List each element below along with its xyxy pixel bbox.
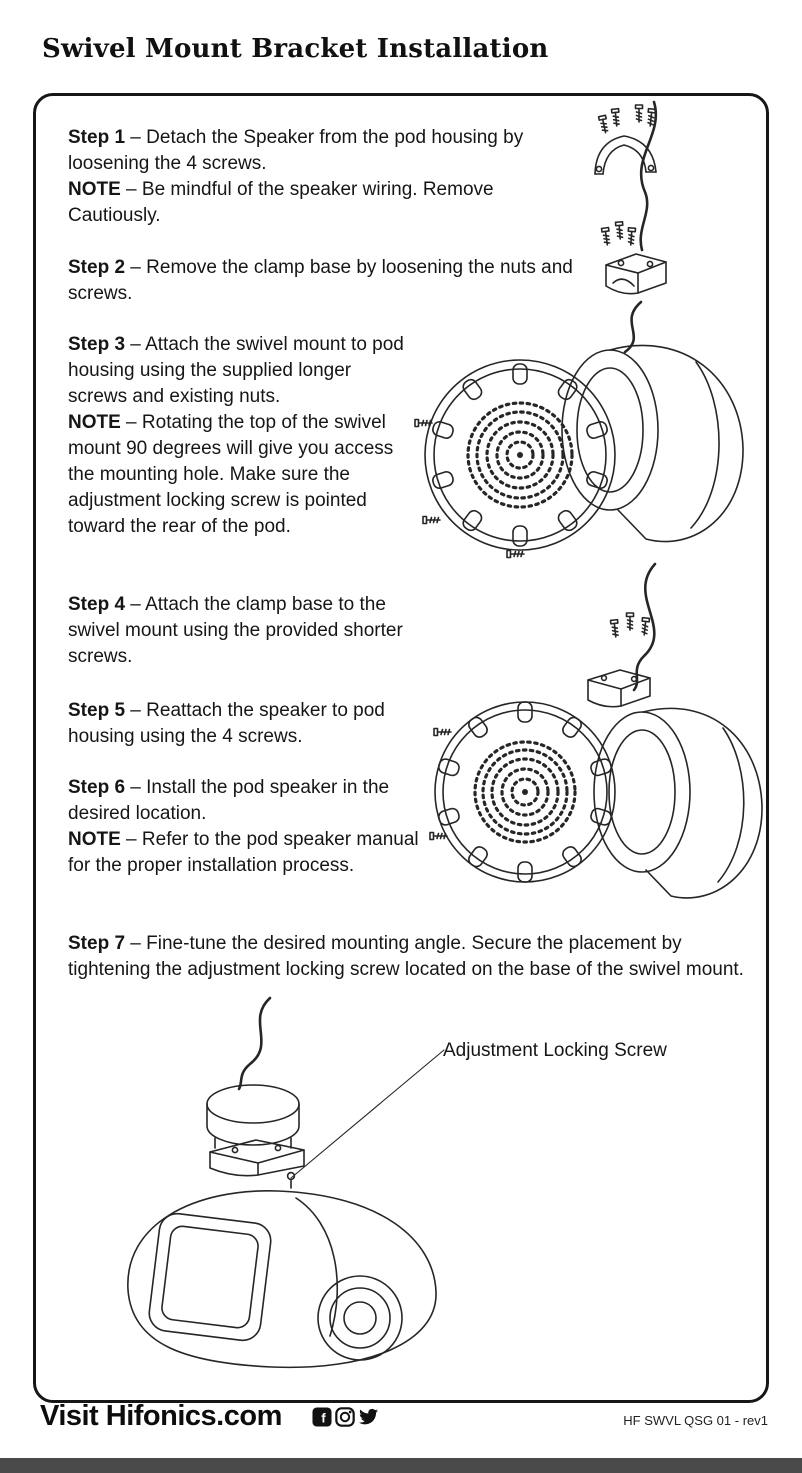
step-1-note: NOTE – Be mindful of the speaker wiring.… <box>68 177 580 229</box>
facebook-icon: f <box>312 1407 332 1427</box>
step-7-label: Step 7 <box>68 933 126 954</box>
speaker-wire-icon <box>237 996 272 1091</box>
bottom-gray-bar <box>0 1458 802 1473</box>
step-3-paragraph: Step 3 – Attach the swivel mount to pod … <box>68 332 410 540</box>
step-3-note-body: – Rotating the top of the swivel mount 9… <box>68 412 394 537</box>
step-5-body: – Reattach the speaker to pod housing us… <box>68 700 385 747</box>
step-1-paragraph: Step 1 – Detach the Speaker from the pod… <box>68 125 580 229</box>
step-6-text: Step 6 – Install the pod speaker in the … <box>68 775 420 827</box>
step-7-text: Step 7 – Fine-tune the desired mounting … <box>68 931 744 983</box>
step-5-paragraph: Step 5 – Reattach the speaker to pod hou… <box>68 698 410 750</box>
pod-wire-icon <box>623 300 643 354</box>
step-1-label: Step 1 <box>68 127 126 148</box>
step-3-text: Step 3 – Attach the swivel mount to pod … <box>68 332 410 410</box>
step-6-label: Step 6 <box>68 777 126 798</box>
step-5-text: Step 5 – Reattach the speaker to pod hou… <box>68 698 410 750</box>
step-4-paragraph: Step 4 – Attach the clamp base to the sw… <box>68 592 436 670</box>
step-3-note-label: NOTE <box>68 412 121 433</box>
page-title: Swivel Mount Bracket Installation <box>42 34 549 64</box>
speaker-pod-exploded-illustration <box>414 300 744 559</box>
speaker-grille-icon <box>434 701 616 883</box>
short-screws-icon <box>609 612 651 639</box>
visit-hifonics-text: Visit Hifonics.com <box>40 1400 282 1432</box>
twitter-icon <box>359 1408 378 1424</box>
step-1-note-label: NOTE <box>68 179 121 200</box>
clamp-parts-exploded-illustration <box>594 100 667 295</box>
top-screws-icon <box>597 104 657 135</box>
speaker-grille-icon <box>424 359 616 551</box>
social-icons-row: f <box>312 1407 379 1427</box>
content-border-frame <box>33 93 769 1403</box>
instagram-icon <box>335 1407 355 1427</box>
step-2-paragraph: Step 2 – Remove the clamp base by loosen… <box>68 255 580 307</box>
step-6-note-label: NOTE <box>68 829 121 850</box>
step-2-label: Step 2 <box>68 257 126 278</box>
swivel-mount-icon <box>587 669 651 708</box>
speaker-wire-icon <box>639 100 658 252</box>
callout-leader-line <box>290 1049 445 1179</box>
step-4-body: – Attach the clamp base to the swivel mo… <box>68 594 403 667</box>
pod-body-icon <box>127 1190 437 1369</box>
pod-housing-icon <box>593 707 763 899</box>
step-2-body: – Remove the clamp base by loosening the… <box>68 257 573 304</box>
step-7-paragraph: Step 7 – Fine-tune the desired mounting … <box>68 931 744 983</box>
step-5-label: Step 5 <box>68 700 126 721</box>
pod-housing-icon <box>561 300 744 543</box>
step-3-note: NOTE – Rotating the top of the swivel mo… <box>68 410 410 540</box>
step-3-body: – Attach the swivel mount to pod housing… <box>68 334 404 407</box>
step-6-body: – Install the pod speaker in the desired… <box>68 777 390 824</box>
mid-screws-icon <box>600 220 637 247</box>
step-3-label: Step 3 <box>68 334 126 355</box>
step-6-note: NOTE – Refer to the pod speaker manual f… <box>68 827 420 879</box>
clamp-base-icon <box>605 253 667 295</box>
step-1-text: Step 1 – Detach the Speaker from the pod… <box>68 125 580 177</box>
pod-with-swivel-mount-illustration <box>429 562 763 899</box>
facebook-glyph: f <box>321 1411 326 1426</box>
document-code: HF SWVL QSG 01 - rev1 <box>623 1413 768 1428</box>
step-6-note-body: – Refer to the pod speaker manual for th… <box>68 829 419 876</box>
adjustment-locking-screw-icon <box>286 1171 296 1189</box>
step-6-paragraph: Step 6 – Install the pod speaker in the … <box>68 775 420 879</box>
step-4-text: Step 4 – Attach the clamp base to the sw… <box>68 592 436 670</box>
step-4-label: Step 4 <box>68 594 126 615</box>
swivel-clamp-icon <box>206 1084 305 1189</box>
adjustment-screw-callout-label: Adjustment Locking Screw <box>443 1040 667 1061</box>
clamp-top-icon <box>594 135 657 175</box>
assembled-pod-illustration <box>127 996 437 1369</box>
step-7-body: – Fine-tune the desired mounting angle. … <box>68 933 744 980</box>
step-1-body: – Detach the Speaker from the pod housin… <box>68 127 524 174</box>
step-2-text: Step 2 – Remove the clamp base by loosen… <box>68 255 580 307</box>
step-1-note-body: – Be mindful of the speaker wiring. Remo… <box>68 179 494 226</box>
